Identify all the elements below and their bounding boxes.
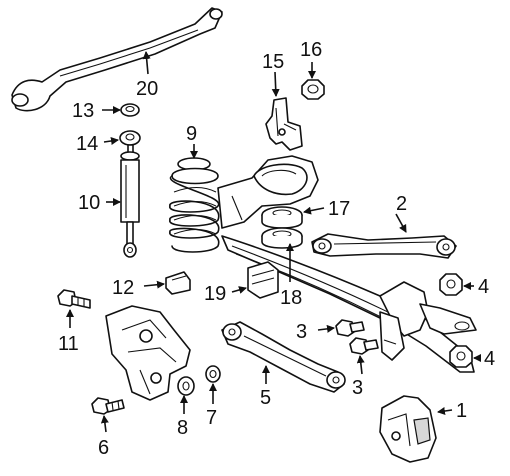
axle-and-leaf-assembly bbox=[221, 235, 477, 373]
callout-4-upper: 4 bbox=[478, 276, 489, 298]
bushing-7 bbox=[205, 365, 221, 383]
callout-8: 8 bbox=[177, 417, 188, 439]
callout-3-upper: 3 bbox=[296, 321, 307, 343]
stabilizer-bar bbox=[11, 7, 223, 112]
callout-11: 11 bbox=[58, 333, 79, 355]
callout-1: 1 bbox=[456, 400, 467, 422]
spring-seat-18 bbox=[261, 227, 303, 249]
bolt-6 bbox=[91, 397, 125, 415]
callout-13: 13 bbox=[72, 100, 94, 122]
shock-absorber bbox=[120, 144, 140, 258]
spring-seat-17 bbox=[261, 206, 303, 229]
callout-2: 2 bbox=[396, 193, 407, 215]
callout-4-lower: 4 bbox=[484, 348, 495, 370]
bushing-8 bbox=[177, 376, 195, 396]
frame-rail bbox=[217, 155, 319, 229]
bump-stop-pad bbox=[165, 271, 191, 295]
bolt-3-upper bbox=[335, 319, 365, 337]
callout-10: 10 bbox=[78, 192, 100, 214]
callout-19: 19 bbox=[204, 283, 226, 305]
callout-17: 17 bbox=[328, 198, 350, 220]
upper-control-arm bbox=[311, 233, 457, 259]
callout-3-lower: 3 bbox=[352, 377, 363, 399]
callouts: 20 16 15 13 14 9 10 17 2 18 12 19 4 4 11… bbox=[58, 39, 495, 459]
nut-16 bbox=[301, 79, 325, 100]
callout-5: 5 bbox=[260, 387, 271, 409]
frame-bracket-1 bbox=[379, 395, 437, 463]
callout-6: 6 bbox=[98, 437, 109, 459]
callout-12: 12 bbox=[112, 277, 134, 299]
jounce-bumper bbox=[247, 261, 279, 299]
bracket-15 bbox=[265, 97, 303, 151]
callout-16: 16 bbox=[300, 39, 322, 61]
callout-20: 20 bbox=[136, 78, 158, 100]
coil-spring bbox=[169, 157, 220, 253]
callout-18: 18 bbox=[280, 287, 302, 309]
bolt-11 bbox=[57, 289, 91, 309]
washer-14 bbox=[119, 130, 141, 146]
lower-bracket bbox=[105, 305, 191, 401]
bolt-3-lower bbox=[349, 337, 379, 355]
callout-15: 15 bbox=[262, 51, 284, 73]
leader-lines bbox=[66, 51, 481, 433]
lower-control-arm bbox=[221, 321, 346, 393]
callout-7: 7 bbox=[206, 407, 217, 429]
callout-14: 14 bbox=[76, 133, 98, 155]
callout-9: 9 bbox=[186, 123, 197, 145]
washer-13 bbox=[120, 103, 140, 117]
nut-4-upper bbox=[439, 273, 463, 296]
nut-4-lower bbox=[449, 345, 473, 368]
